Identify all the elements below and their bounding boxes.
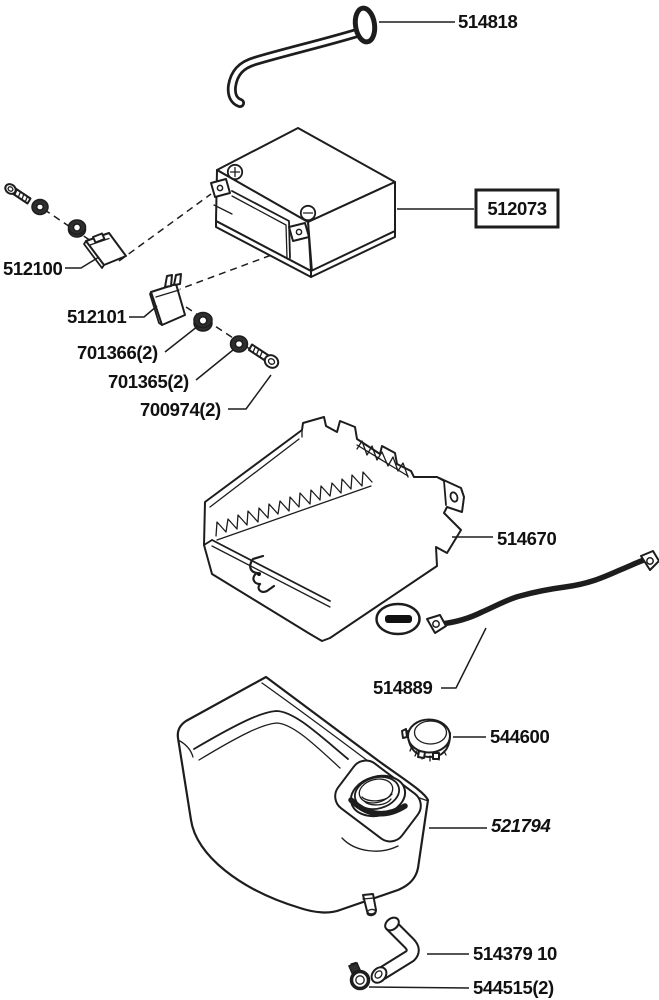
part-label-hose-clamp: 544515(2) bbox=[473, 977, 554, 998]
leader-bracket-upper bbox=[65, 256, 100, 269]
part-label-washer: 701365(2) bbox=[108, 371, 189, 392]
part-label-screw: 700974(2) bbox=[140, 399, 221, 420]
battery-box-latch bbox=[257, 572, 261, 576]
part-label-fuel-tank: 521794 bbox=[491, 815, 550, 836]
upper-bracket-drawing bbox=[83, 232, 127, 269]
leader-screw bbox=[228, 374, 272, 410]
battery-box-ribs bbox=[215, 471, 373, 537]
hose-end-opening bbox=[370, 966, 388, 984]
part-label-bracket-upper: 512100 bbox=[3, 258, 62, 279]
fuel-tank-drawing bbox=[176, 675, 430, 917]
clamp-screw-housing bbox=[348, 962, 361, 974]
leader-washer bbox=[195, 349, 234, 381]
battery-label-box bbox=[474, 188, 560, 229]
upper-fastener-chain bbox=[4, 183, 212, 269]
part-label-bracket-lower: 512101 bbox=[67, 306, 126, 327]
part-label-fuel-cap: 544600 bbox=[490, 726, 549, 747]
battery-plus-terminal bbox=[226, 163, 244, 181]
leader-bracket-lower bbox=[129, 305, 158, 318]
part-label-handle: 514818 bbox=[458, 11, 517, 32]
part-label-ground-cable: 514889 bbox=[373, 677, 432, 698]
hose-top-opening bbox=[384, 916, 400, 932]
leader-hose-clamp bbox=[368, 986, 470, 989]
fuel-cap-top bbox=[407, 718, 451, 754]
part-label-flange-nut: 701366(2) bbox=[77, 342, 158, 363]
lower-fastener-chain bbox=[149, 273, 280, 369]
leader-ground-cable bbox=[441, 627, 487, 689]
tank-outlet-spout bbox=[362, 893, 377, 916]
leader-flange-nut bbox=[164, 325, 199, 353]
battery-minus-terminal bbox=[299, 204, 317, 222]
fuel-hose-drawing bbox=[370, 916, 420, 984]
lower-bracket-drawing bbox=[149, 273, 186, 326]
battery-drawing bbox=[179, 127, 396, 290]
part-label-fuel-hose: 514379 10 bbox=[473, 943, 557, 964]
ground-cable-drawing bbox=[375, 550, 659, 636]
battery-box-drawing bbox=[203, 416, 465, 642]
part-label-battery-box: 514670 bbox=[497, 528, 556, 549]
part-label-battery: 512073 bbox=[487, 198, 546, 219]
fuel-cap-drawing bbox=[401, 718, 451, 762]
hose-clamp-drawing bbox=[348, 961, 371, 991]
handle-drawing bbox=[226, 5, 378, 108]
ground-cable bbox=[438, 557, 647, 627]
